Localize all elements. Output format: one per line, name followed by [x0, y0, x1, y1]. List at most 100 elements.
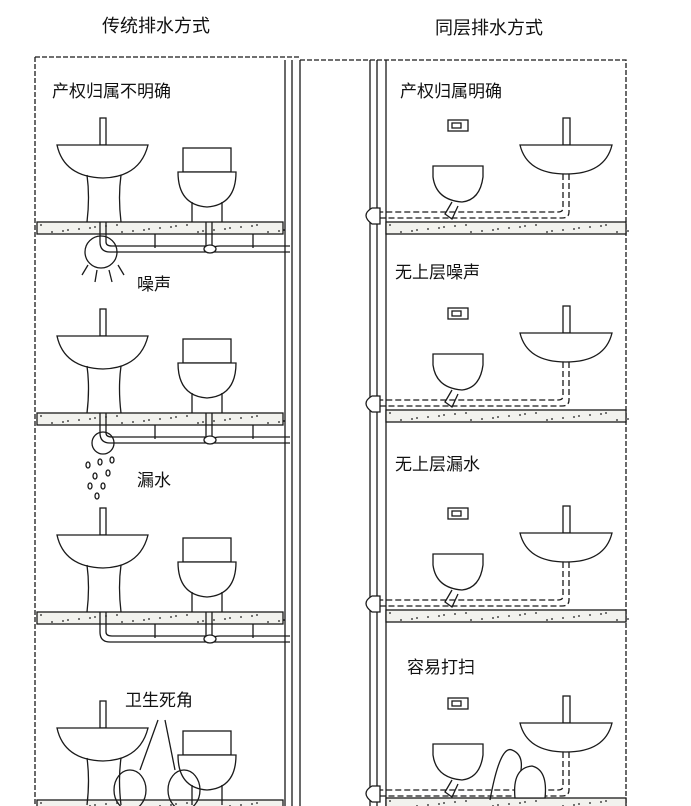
water-drop-icon	[92, 472, 98, 480]
slab-speck	[116, 415, 118, 417]
slab-speck	[497, 616, 499, 618]
label-no-upper-noise: 无上层噪声	[395, 263, 480, 283]
floor-slab	[385, 797, 627, 806]
slab-speck	[465, 412, 467, 414]
pedestal-sink	[56, 727, 149, 762]
slab-speck	[94, 226, 96, 228]
slab-speck	[202, 620, 204, 622]
pipe-hanger	[154, 624, 254, 638]
slab-speck	[186, 415, 188, 417]
slab-speck	[546, 231, 548, 233]
left-floor-slab	[36, 221, 285, 235]
toilet-tank	[182, 730, 232, 756]
slab-speck	[465, 800, 467, 802]
water-drop-icon	[100, 482, 106, 490]
slab-speck	[600, 613, 602, 615]
slab-speck	[78, 228, 80, 230]
wall-sink	[519, 144, 613, 175]
slab-speck	[62, 230, 64, 232]
left-outer-wall	[34, 56, 300, 806]
slab-speck	[67, 619, 69, 621]
water-drop-icon	[97, 458, 103, 466]
slab-speck	[497, 228, 499, 230]
pipe-hanger	[154, 234, 254, 248]
slab-speck	[438, 227, 440, 229]
slab-speck	[508, 415, 510, 417]
slab-speck	[465, 224, 467, 226]
slab-speck	[213, 229, 215, 231]
pointer-line-icon	[139, 719, 176, 771]
wall-hung-toilet	[432, 553, 484, 591]
slab-speck	[62, 421, 64, 423]
slab-speck	[121, 621, 123, 623]
slab-speck	[562, 229, 564, 231]
slab-speck	[443, 802, 445, 804]
slab-speck	[202, 230, 204, 232]
slab-speck	[170, 417, 172, 419]
slab-speck	[519, 226, 521, 228]
slab-speck	[240, 804, 242, 806]
water-drop-icon	[85, 461, 91, 469]
leak-circle-icon	[91, 431, 115, 455]
slab-speck	[148, 228, 150, 230]
slab-speck	[67, 229, 69, 231]
slab-speck	[573, 804, 575, 806]
toilet-outlet	[444, 201, 459, 220]
right-outer-wall	[300, 59, 627, 806]
right-riser-pipe	[369, 60, 387, 806]
noise-ray-icon	[81, 264, 89, 276]
slab-speck	[143, 229, 145, 231]
sink-pedestal	[86, 365, 122, 414]
slab-speck	[40, 415, 42, 417]
slab-speck	[251, 803, 253, 805]
drain-pipe-below-slab	[99, 222, 290, 253]
slab-speck	[202, 421, 204, 423]
slab-speck	[132, 620, 134, 622]
wall-hung-toilet	[432, 165, 484, 203]
slab-speck	[578, 615, 580, 617]
slab-speck	[589, 226, 591, 228]
slab-speck	[535, 224, 537, 226]
slab-speck	[454, 225, 456, 227]
slab-speck	[89, 227, 91, 229]
slab-speck	[454, 613, 456, 615]
slab-speck	[51, 621, 53, 623]
faucet-icon	[562, 505, 571, 534]
slab-speck	[546, 419, 548, 421]
slab-speck	[278, 230, 280, 232]
trap-fitting	[203, 435, 217, 445]
slab-speck	[427, 416, 429, 418]
slab-speck	[186, 224, 188, 226]
concealed-drain-pipe	[378, 752, 570, 797]
traditional-bathroom-fixtures	[56, 117, 290, 254]
slab-speck	[197, 231, 199, 233]
slab-speck	[105, 803, 107, 805]
slab-speck	[427, 804, 429, 806]
slab-speck	[283, 420, 285, 422]
slab-speck	[400, 231, 402, 233]
slab-speck	[508, 803, 510, 805]
slab-speck	[224, 228, 226, 230]
slab-speck	[267, 231, 269, 233]
slab-speck	[159, 617, 161, 619]
slab-speck	[170, 616, 172, 618]
slab-speck	[616, 419, 618, 421]
riser-fitting	[365, 207, 381, 225]
faucet-icon	[99, 117, 107, 146]
slab-speck	[508, 615, 510, 617]
slab-speck	[89, 418, 91, 420]
slab-speck	[186, 802, 188, 804]
faucet-icon	[562, 305, 571, 334]
floor-slab	[385, 409, 627, 423]
slab-speck	[251, 416, 253, 418]
slab-speck	[256, 614, 258, 616]
slab-speck	[94, 417, 96, 419]
left-floor-slab	[36, 799, 284, 806]
slab-speck	[600, 413, 602, 415]
wall-sink	[519, 532, 613, 563]
traditional-bathroom-fixtures	[56, 308, 290, 445]
slab-speck	[470, 231, 472, 233]
slab-speck	[132, 421, 134, 423]
slab-speck	[251, 615, 253, 617]
